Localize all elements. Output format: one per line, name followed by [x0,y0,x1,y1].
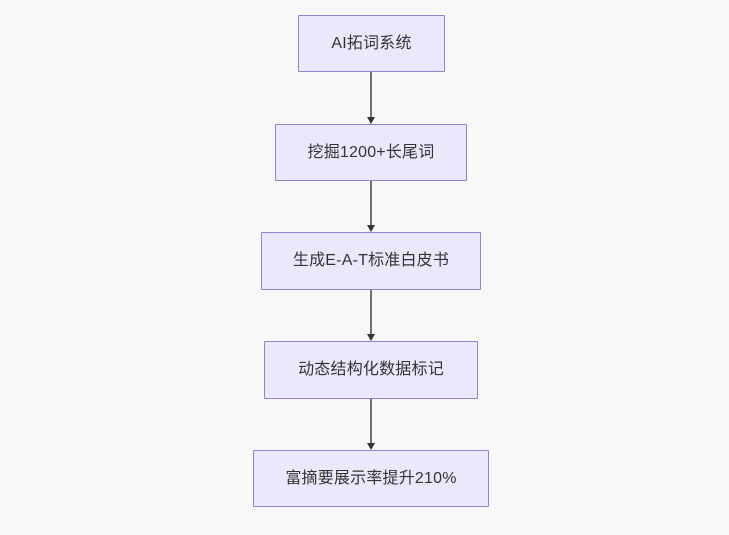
flowchart-node-structured-data-markup[interactable]: 动态结构化数据标记 [264,341,478,399]
connector-line-4 [370,399,372,443]
flowchart-node-longtail-keywords[interactable]: 挖掘1200+长尾词 [275,124,467,181]
connector-line-3 [370,290,372,334]
node-label: AI拓词系统 [331,34,412,52]
flowchart-node-eat-whitepaper[interactable]: 生成E-A-T标准白皮书 [261,232,481,290]
connector-arrowhead-2 [366,225,375,232]
node-label: 富摘要展示率提升210% [285,469,457,487]
connector-line-2 [370,181,372,225]
node-label: 挖掘1200+长尾词 [307,143,435,161]
connector-arrowhead-1 [366,117,375,124]
connector-arrowhead-3 [366,334,375,341]
node-label: 生成E-A-T标准白皮书 [292,252,450,269]
connector-arrowhead-4 [366,443,375,450]
node-label: 动态结构化数据标记 [298,361,444,378]
connector-line-1 [370,72,372,117]
flowchart-node-rich-snippet-result[interactable]: 富摘要展示率提升210% [253,450,489,507]
flowchart-node-ai-keyword-system[interactable]: AI拓词系统 [298,15,445,72]
